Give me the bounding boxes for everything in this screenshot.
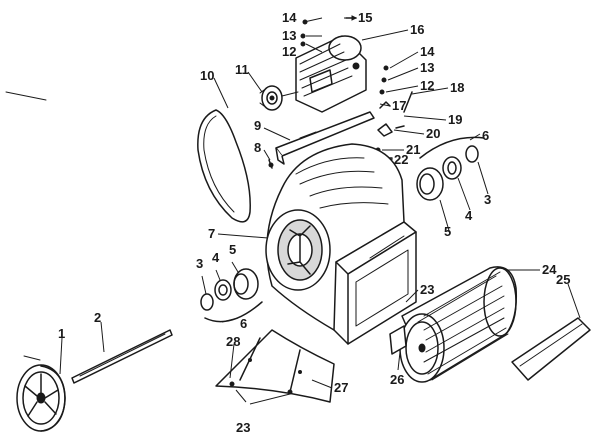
callout-16: 16 xyxy=(410,22,424,37)
callout-12-top: 12 xyxy=(282,44,296,59)
callout-7: 7 xyxy=(208,226,215,241)
callout-24: 24 xyxy=(542,262,557,277)
callout-25: 25 xyxy=(556,272,570,287)
belt xyxy=(197,109,251,223)
shaft xyxy=(71,329,173,384)
callout-18: 18 xyxy=(450,80,464,95)
callout-6-right: 6 xyxy=(482,128,489,143)
cutoff-plate xyxy=(511,317,591,381)
callout-26: 26 xyxy=(390,372,404,387)
callout-23-bottom: 23 xyxy=(236,420,250,435)
left-bearing-assembly xyxy=(200,268,263,323)
callout-4-left: 4 xyxy=(212,250,220,265)
callout-19: 19 xyxy=(448,112,462,127)
callout-8: 8 xyxy=(254,140,261,155)
callout-5-right: 5 xyxy=(444,224,451,239)
blower-wheel xyxy=(399,266,518,383)
callout-13-top: 13 xyxy=(282,28,296,43)
callout-1: 1 xyxy=(58,326,65,341)
callout-21: 21 xyxy=(406,142,420,157)
right-bearing-assembly xyxy=(416,136,485,201)
callout-9: 9 xyxy=(254,118,261,133)
callout-13-right: 13 xyxy=(420,60,434,75)
callout-5-left: 5 xyxy=(229,242,236,257)
callout-28: 28 xyxy=(226,334,240,349)
blower-housing xyxy=(265,143,417,345)
hardware-fasteners xyxy=(268,15,413,169)
motor-mount-bracket xyxy=(275,111,375,165)
callout-labels: 1 2 3 3 4 4 5 5 6 6 7 8 9 10 11 12 12 13… xyxy=(58,10,570,435)
motor-pulley xyxy=(259,85,283,111)
callout-17: 17 xyxy=(392,98,406,113)
callout-27: 27 xyxy=(334,380,348,395)
base-panel xyxy=(215,329,335,403)
callout-2: 2 xyxy=(94,310,101,325)
callout-14-right: 14 xyxy=(420,44,435,59)
callout-20: 20 xyxy=(426,126,440,141)
callout-12-right: 12 xyxy=(420,78,434,93)
callout-11: 11 xyxy=(235,62,249,77)
pulley-wheel xyxy=(16,364,66,432)
housing-tab xyxy=(389,325,407,355)
callout-23-right: 23 xyxy=(420,282,434,297)
motor xyxy=(281,35,367,113)
leader-lines xyxy=(59,17,581,405)
stray-marks xyxy=(5,91,47,361)
callout-3-left: 3 xyxy=(196,256,203,271)
callout-22: 22 xyxy=(394,152,408,167)
callout-3-right: 3 xyxy=(484,192,491,207)
callout-4-right: 4 xyxy=(465,208,473,223)
callout-10: 10 xyxy=(200,68,214,83)
callout-6-left: 6 xyxy=(240,316,247,331)
callout-14-top: 14 xyxy=(282,10,297,25)
callout-15: 15 xyxy=(358,10,372,25)
